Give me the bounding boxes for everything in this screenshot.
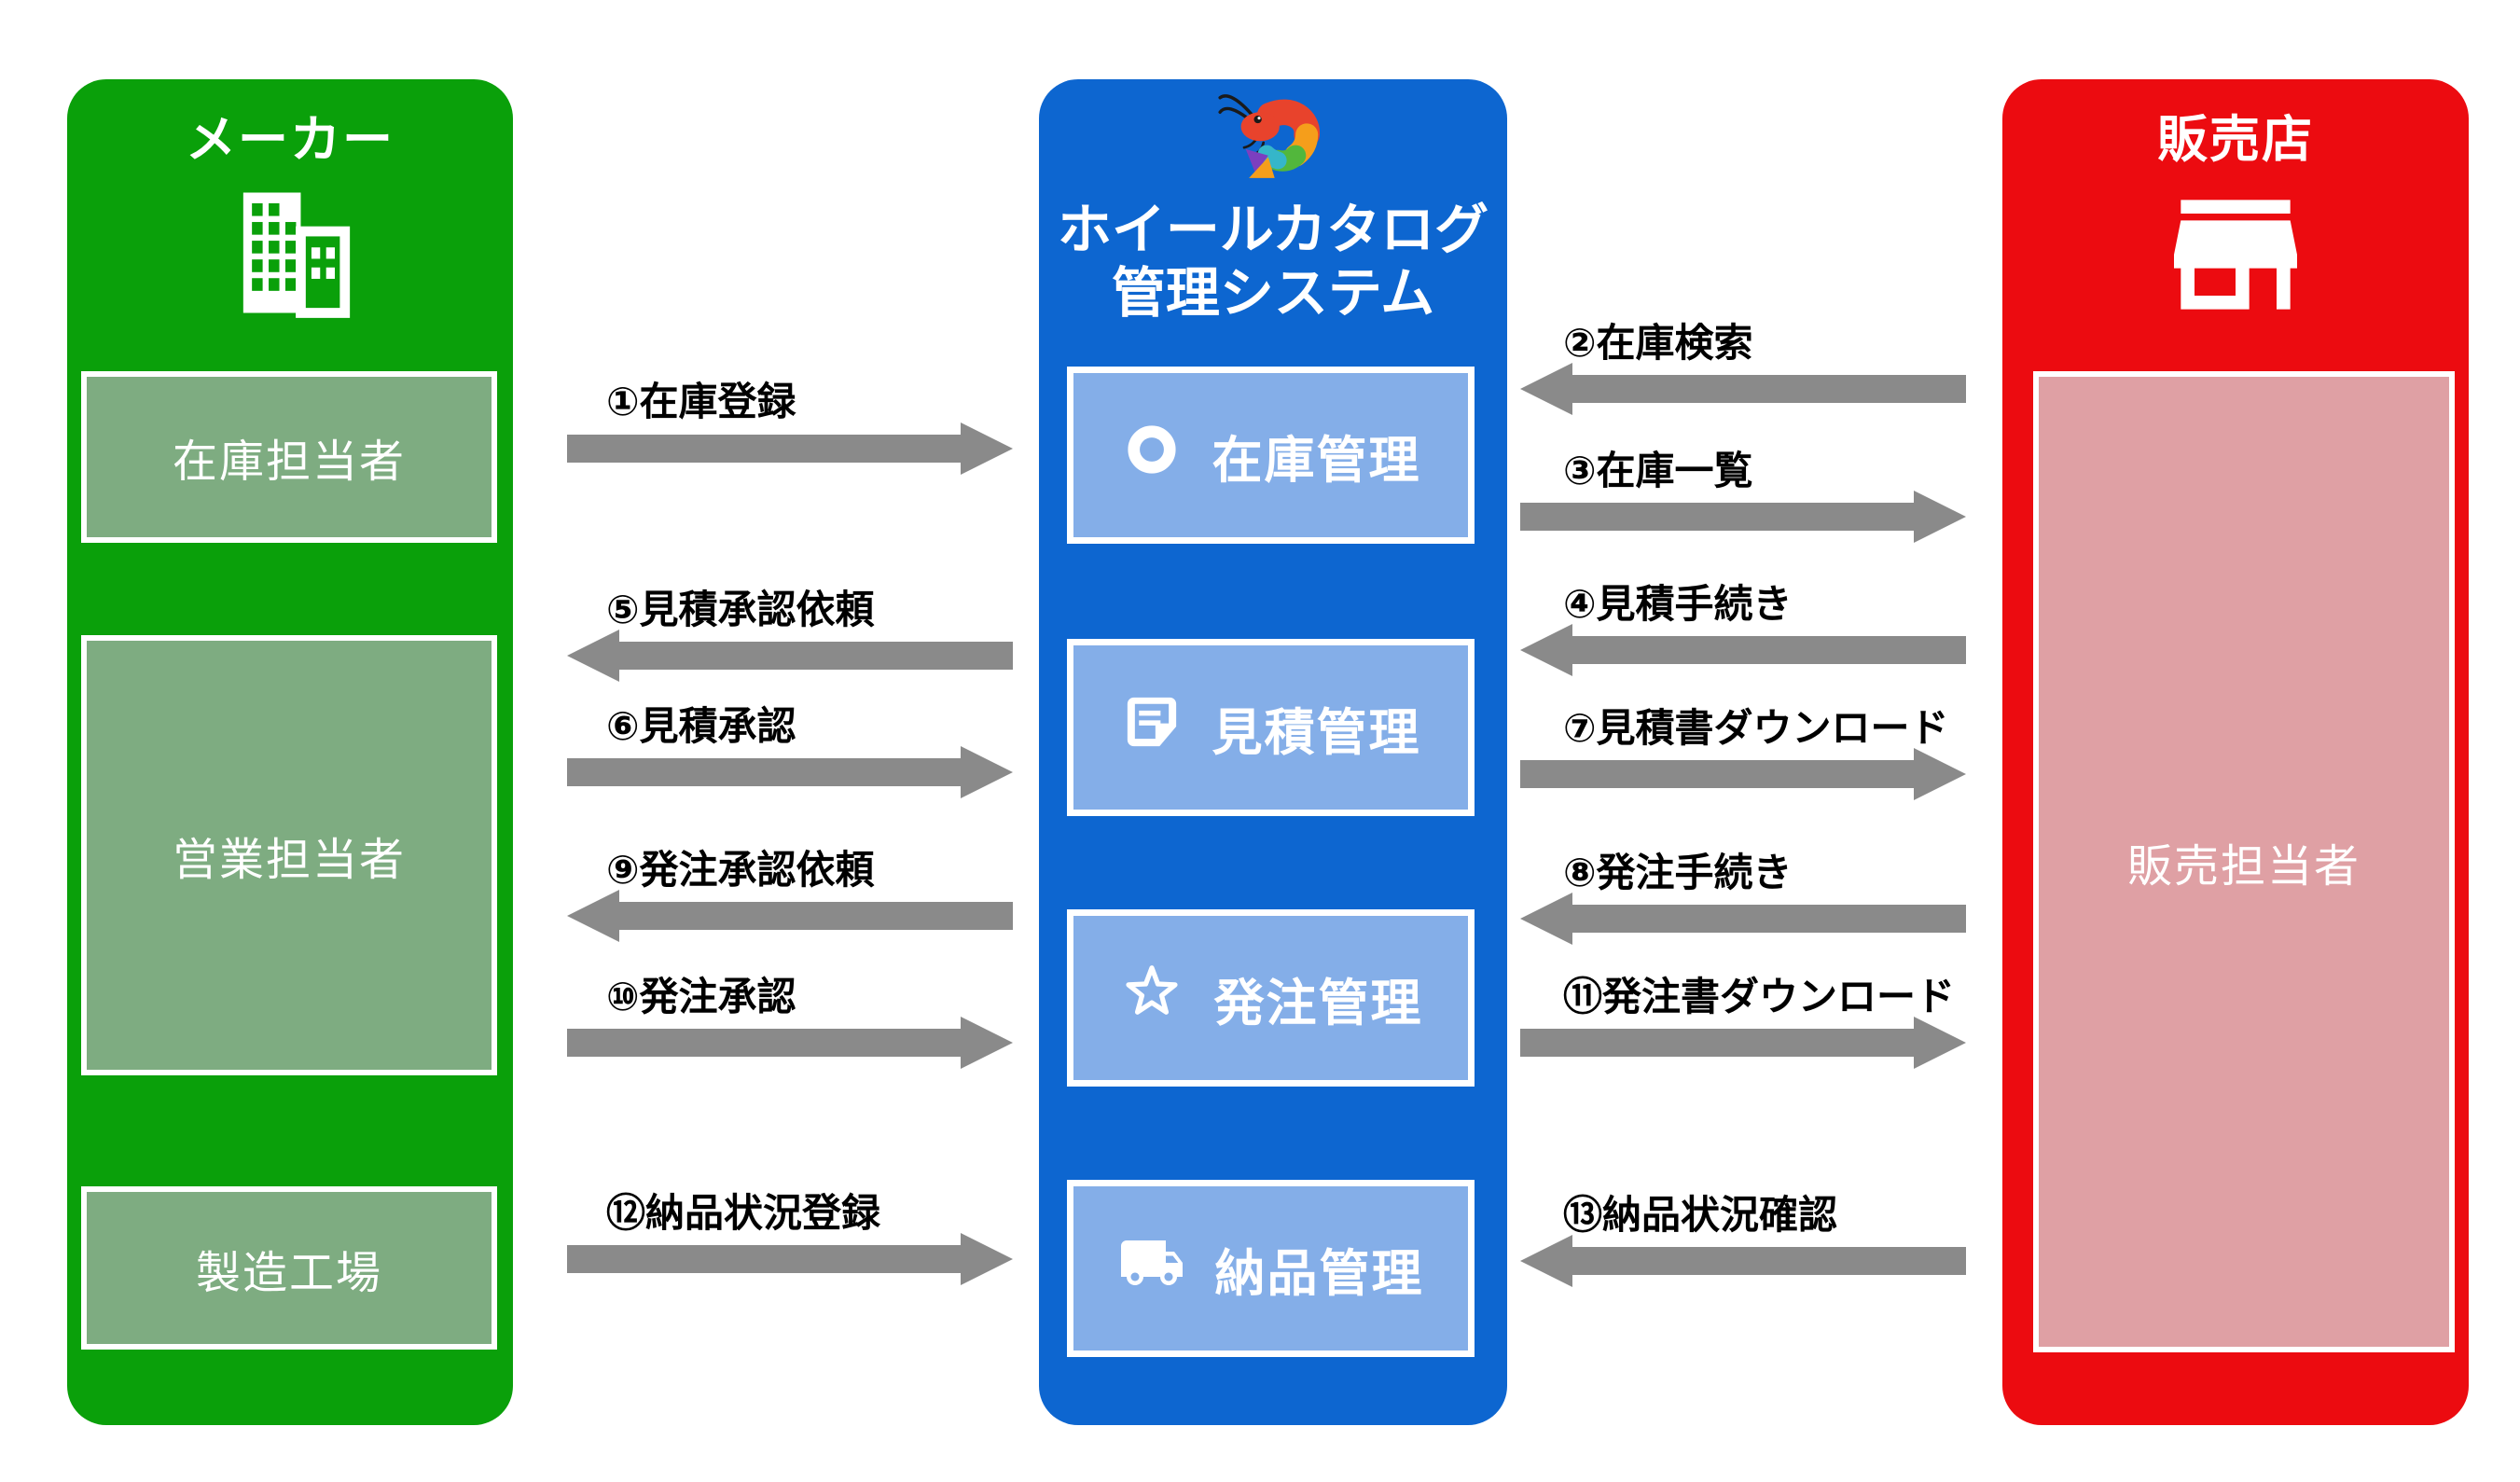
flow-label-delivery-status-check: ⑬納品状況確認 [1563,1193,1838,1237]
arrow-shaft [1572,636,1966,664]
flow-label-order-approval-request: ⑨発注承認依頼 [606,848,875,892]
arrow-right-icon [961,422,1013,475]
module-inventory-label: 在庫管理 [1212,432,1421,489]
arrow-left-icon [1520,624,1572,676]
maker-panel: メーカー 在庫担当者 営業担当者 [67,79,513,1425]
dealer-panel: 販売店 販売担当者 [2002,79,2469,1425]
maker-role-inventory-label: 在庫担当者 [172,437,406,487]
ring-icon [1121,419,1183,492]
arrow-left-icon [1520,1235,1572,1287]
arrow-right-icon [961,1233,1013,1285]
system-title-line2: 管理システム [1111,263,1435,325]
flow-label-quote-approval: ⑥見積承認 [606,704,796,748]
storefront-icon [2002,173,2469,337]
flow-arrow-inventory-search-left [1520,363,1966,415]
maker-role-inventory-staff: 在庫担当者 [81,371,497,543]
arrow-shaft [1520,1029,1914,1057]
arrow-shaft [1520,503,1914,531]
flow-arrow-order-procedure-left [1520,893,1966,945]
flow-arrow-delivery-status-register-right [567,1233,1013,1285]
system-panel: ホイールカタログ 管理システム 在庫管理 見積管理 [1039,79,1507,1425]
arrow-right-icon [961,746,1013,798]
flow-arrow-order-approval-request-left [567,890,1013,942]
flow-label-order-download: ⑪発注書ダウンロード [1563,975,1956,1018]
flow-label-quote-approval-request: ⑤見積承認依頼 [606,588,875,631]
arrow-shaft [1572,1247,1966,1275]
document-icon [1121,691,1183,765]
module-order-management: 発注管理 [1067,909,1475,1087]
dealer-title: 販売店 [2157,112,2314,168]
arrow-shaft [1572,375,1966,403]
flow-arrow-delivery-status-check-left [1520,1235,1966,1287]
maker-role-factory-label: 製造工場 [195,1248,382,1298]
arrow-left-icon [1520,893,1572,945]
arrow-shaft [567,1029,961,1057]
flow-label-order-procedure: ⑧発注手続き [1563,851,1793,894]
arrow-shaft [619,642,1013,670]
flow-label-delivery-status-register: ⑫納品状況登録 [606,1191,881,1235]
system-title: ホイールカタログ 管理システム [1039,199,1507,326]
arrow-right-icon [1914,491,1966,543]
maker-role-factory: 製造工場 [81,1186,497,1350]
arrow-right-icon [1914,1017,1966,1069]
truck-icon [1118,1229,1185,1309]
flow-label-quote-download: ⑦見積書ダウンロード [1563,706,1949,750]
flow-arrow-quote-download-right [1520,748,1966,800]
arrow-right-icon [961,1017,1013,1069]
arrow-shaft [1520,760,1914,788]
maker-role-sales-label: 営業担当者 [172,836,406,885]
flow-arrow-inventory-list-right [1520,491,1966,543]
flow-arrow-quote-approval-request-left [567,630,1013,682]
flow-arrow-quote-procedure-left [1520,624,1966,676]
arrow-shaft [567,435,961,463]
module-order-label: 発注管理 [1213,975,1423,1032]
flow-arrow-order-download-right [1520,1017,1966,1069]
arrow-left-icon [1520,363,1572,415]
dealer-role-sales-staff: 販売担当者 [2033,371,2455,1352]
building-icon [67,173,513,333]
flow-arrow-quote-approval-right [567,746,1013,798]
flow-arrow-inventory-register-right [567,422,1013,475]
module-quote-label: 見積管理 [1212,704,1421,761]
arrow-left-icon [567,890,619,942]
dealer-role-sales-label: 販売担当者 [2126,842,2361,892]
maker-title: メーカー [186,112,395,168]
arrow-shaft [1572,905,1966,933]
module-inventory-management: 在庫管理 [1067,367,1475,544]
maker-role-sales-staff: 営業担当者 [81,635,497,1075]
arrow-left-icon [567,630,619,682]
arrow-shaft [567,758,961,786]
arrow-right-icon [1914,748,1966,800]
flow-label-order-approval: ⑩発注承認 [606,975,796,1018]
flow-label-inventory-register: ①在庫登録 [606,380,796,423]
flow-arrow-order-approval-right [567,1017,1013,1069]
system-title-line1: ホイールカタログ [1057,200,1489,260]
module-delivery-label: 納品管理 [1214,1245,1424,1302]
module-quote-management: 見積管理 [1067,639,1475,816]
flow-label-inventory-list: ③在庫一覧 [1563,449,1753,492]
flow-label-quote-procedure: ④見積手続き [1563,582,1793,626]
flow-label-inventory-search: ②在庫検索 [1563,321,1753,365]
arrow-shaft [619,902,1013,930]
module-delivery-management: 納品管理 [1067,1180,1475,1357]
arrow-shaft [567,1245,961,1273]
shrimp-icon [1039,85,1507,201]
star-icon [1119,960,1184,1037]
